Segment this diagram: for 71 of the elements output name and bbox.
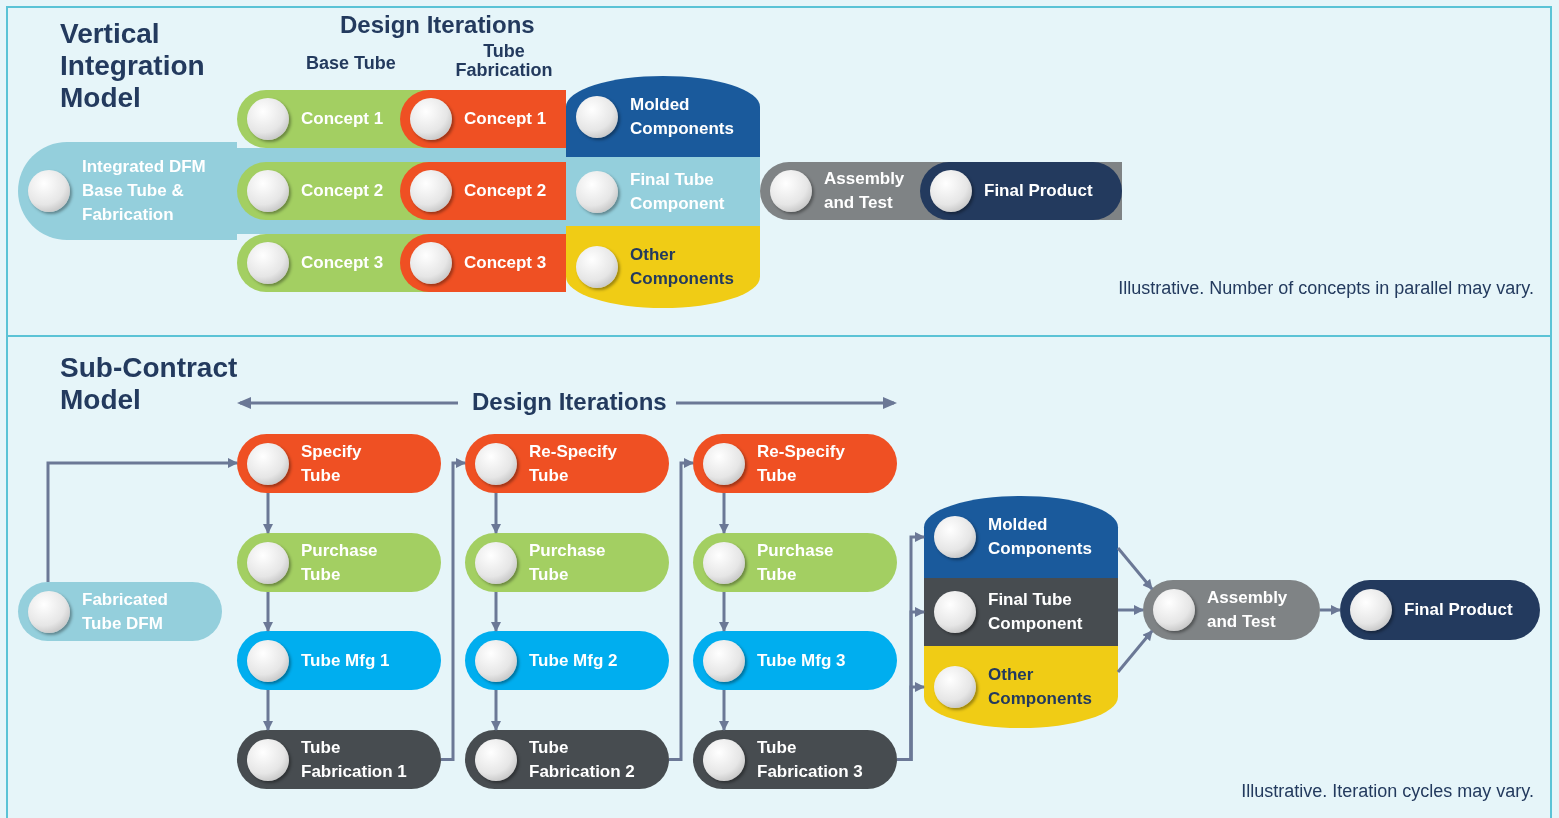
node-label: Fabricated Tube DFM [82, 588, 169, 635]
section-title: Vertical Integration Model [60, 18, 206, 114]
connector-arrow [1116, 547, 1154, 590]
process-pill [237, 162, 400, 220]
connector-arrow [491, 592, 501, 632]
node-label: Tube Fabrication 2 [529, 736, 636, 783]
connector-arrow [46, 458, 238, 582]
connector-arrow [263, 592, 273, 632]
connector-arrow [491, 690, 501, 731]
process-pill [237, 234, 400, 292]
node-label: Re-Specify Tube [529, 440, 618, 487]
process-pill [760, 162, 920, 220]
node-label: Concept 1 [301, 108, 385, 130]
stack-top-segment [566, 76, 760, 157]
note-text: Illustrative. Number of concepts in parallel may vary. [1118, 277, 1534, 300]
node-label: Concept 1 [464, 108, 548, 130]
node-label: Tube Mfg 1 [301, 649, 391, 672]
stack-middle-segment [566, 157, 760, 226]
node-label: Other Components [988, 664, 1093, 710]
node-label: Other Components [630, 244, 735, 290]
connector-arrow [719, 493, 729, 534]
node-label: Tube Mfg 2 [529, 649, 619, 672]
connector-arrow [441, 458, 466, 761]
stack-bottom-segment [924, 646, 1118, 728]
node-label: Re-Specify Tube [757, 440, 846, 487]
column-label: Base Tube [306, 52, 396, 75]
node-label: Purchase Tube [529, 539, 607, 586]
connector-arrow [897, 682, 925, 761]
process-pill [400, 90, 566, 148]
process-pill [1143, 580, 1320, 640]
header-label: Design Iterations [472, 387, 667, 417]
header-label: Design Iterations [340, 10, 535, 40]
node-label: Final Tube Component [988, 589, 1084, 635]
node-label: Specify Tube [301, 440, 363, 487]
process-pill [400, 162, 566, 220]
note-text: Illustrative. Iteration cycles may vary. [1241, 780, 1534, 803]
process-pill [920, 162, 1122, 220]
connector-arrow [491, 493, 501, 534]
process-pill [1340, 580, 1540, 640]
node-label: Concept 2 [301, 180, 385, 202]
process-pill [400, 234, 566, 292]
section-title: Sub-Contract Model [60, 352, 239, 416]
node-label: Molded Components [630, 93, 735, 140]
process-pill [237, 90, 400, 148]
stack-bottom-segment [566, 226, 760, 308]
connector-arrow [1320, 605, 1341, 615]
node-label: Tube Fabrication 1 [301, 736, 408, 783]
connector-arrow [1118, 605, 1144, 615]
node-label: Purchase Tube [757, 539, 835, 586]
node-label: Assembly and Test [1207, 587, 1289, 633]
node-label: Integrated DFM Base Tube & Fabrication [82, 156, 207, 226]
connector-arrow [263, 690, 273, 731]
node-label: Purchase Tube [301, 539, 379, 586]
stack-top-segment [924, 496, 1118, 578]
node-label: Assembly and Test [824, 168, 906, 214]
node-label: Molded Components [988, 514, 1093, 560]
node-label: Concept 2 [464, 180, 548, 202]
node-label: Concept 3 [464, 252, 548, 274]
node-label: Concept 3 [301, 252, 385, 274]
connector-arrow [719, 690, 729, 731]
stack-middle-segment [924, 578, 1118, 646]
node-label: Final Tube Component [630, 168, 726, 215]
connector-arrow [669, 458, 694, 761]
column-label: Tube Fabrication [454, 42, 554, 80]
node-label: Tube Mfg 3 [757, 649, 847, 672]
node-label: Final Product [1404, 599, 1514, 621]
connector-arrow [719, 592, 729, 632]
node-label: Tube Fabrication 3 [757, 736, 864, 783]
node-label: Final Product [984, 180, 1094, 202]
connector-arrow [263, 493, 273, 534]
connector-arrow [1116, 630, 1154, 673]
